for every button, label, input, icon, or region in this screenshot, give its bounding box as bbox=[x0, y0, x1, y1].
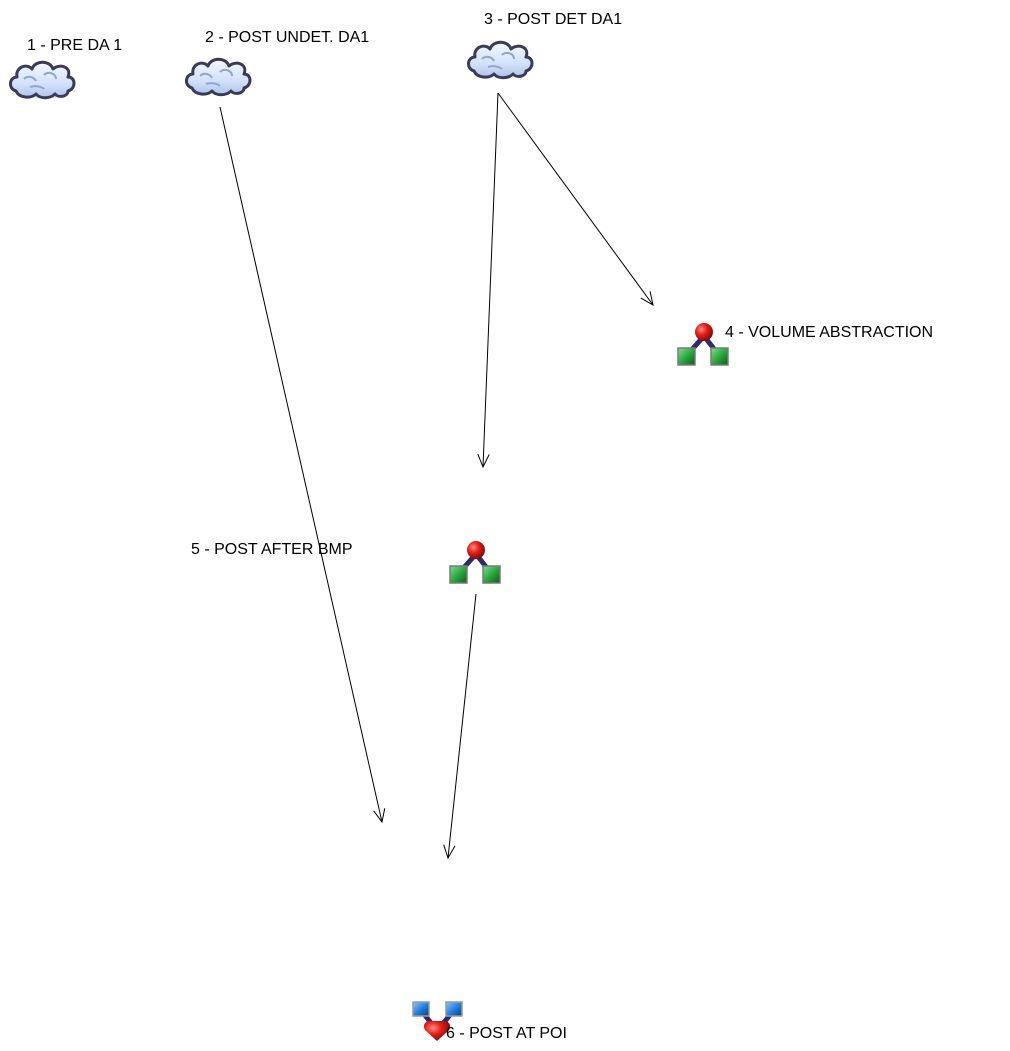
arrowhead-icon bbox=[373, 808, 386, 824]
icons-layer bbox=[9, 40, 729, 1041]
link-line bbox=[447, 593, 477, 859]
red-heart bbox=[423, 1021, 451, 1041]
link-line bbox=[219, 106, 383, 823]
junction-node-icon[interactable] bbox=[412, 1001, 463, 1041]
node-label-2[interactable]: 2 - POST UNDET. DA1 bbox=[205, 29, 370, 46]
green-square-left bbox=[677, 347, 696, 366]
node-label-3[interactable]: 3 - POST DET DA1 bbox=[484, 11, 623, 28]
cloud-shading bbox=[23, 71, 57, 90]
green-square-right bbox=[710, 347, 729, 366]
cloud-icon[interactable] bbox=[9, 60, 76, 100]
cloud-icon[interactable] bbox=[467, 40, 534, 80]
arrowhead-icon bbox=[640, 291, 654, 306]
link-3-to-4[interactable] bbox=[497, 92, 654, 306]
node-label-5[interactable]: 5 - POST AFTER BMP bbox=[191, 541, 353, 558]
cloud-body bbox=[9, 60, 76, 100]
blue-square-right bbox=[445, 1001, 463, 1017]
red-ball bbox=[467, 541, 485, 559]
arrowhead-icon bbox=[443, 844, 456, 860]
node-label-6[interactable]: 6 - POST AT POI bbox=[446, 1025, 567, 1042]
cloud-body bbox=[185, 57, 252, 97]
arrowhead-icon bbox=[477, 453, 490, 469]
cloud-shading bbox=[199, 68, 233, 87]
network-node-icon[interactable] bbox=[449, 541, 501, 584]
link-line bbox=[497, 92, 654, 306]
network-node-icon[interactable] bbox=[677, 323, 729, 366]
blue-square-left bbox=[412, 1001, 430, 1017]
link-3-to-5[interactable] bbox=[477, 92, 499, 469]
cloud-icon[interactable] bbox=[185, 57, 252, 97]
cloud-body bbox=[467, 40, 534, 80]
link-line bbox=[482, 92, 499, 468]
link-2-to-6[interactable] bbox=[219, 106, 386, 824]
node-label-4[interactable]: 4 - VOLUME ABSTRACTION bbox=[725, 324, 934, 341]
link-5-to-6[interactable] bbox=[443, 593, 477, 860]
red-ball bbox=[695, 323, 713, 341]
cloud-shading bbox=[481, 51, 515, 70]
links-layer bbox=[219, 92, 654, 860]
green-square-left bbox=[449, 565, 468, 584]
node-label-1[interactable]: 1 - PRE DA 1 bbox=[27, 37, 123, 54]
green-square-right bbox=[482, 565, 501, 584]
